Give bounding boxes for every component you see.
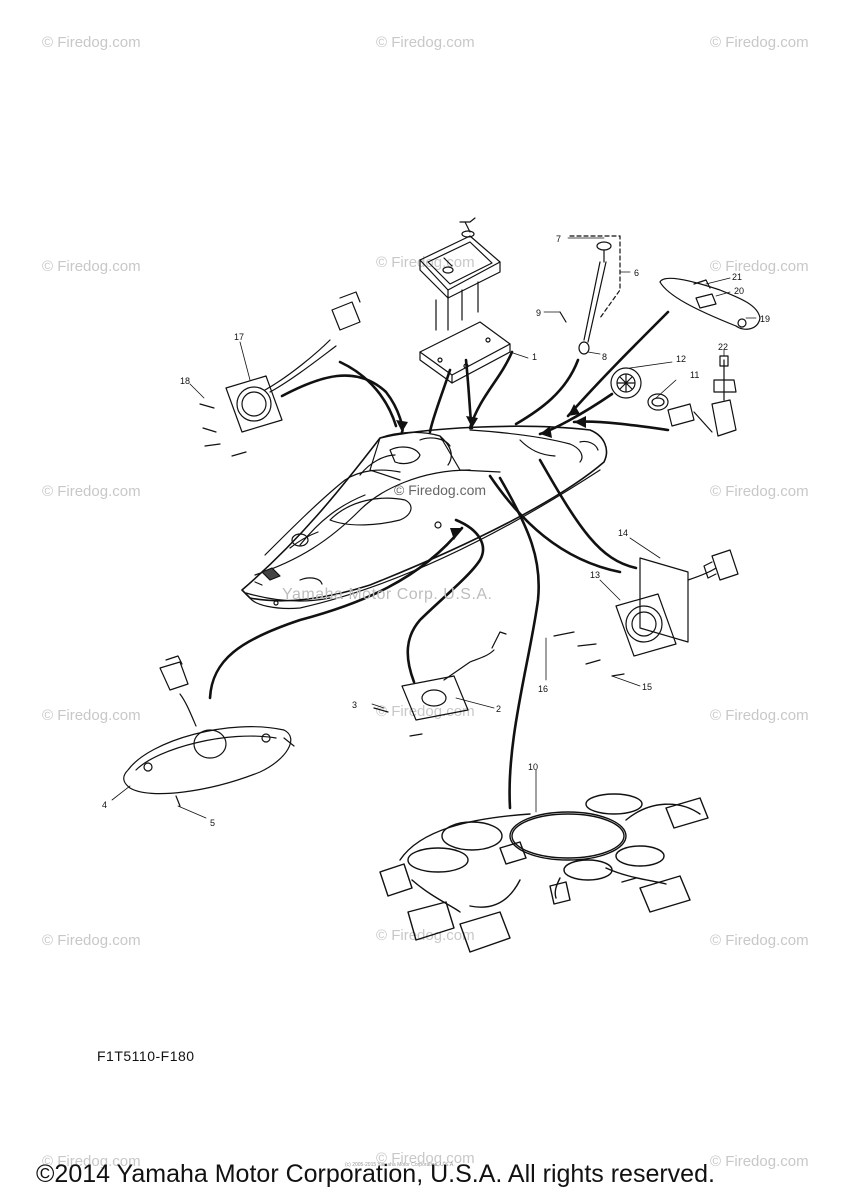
callout-10: 10 — [528, 762, 538, 772]
watermark: © Firedog.com — [42, 707, 141, 724]
callout-9: 9 — [536, 308, 541, 318]
cup-fitting — [373, 631, 507, 737]
watermark: © Firedog.com — [710, 483, 809, 500]
watermark: © Firedog.com — [376, 1150, 475, 1167]
callout-14: 14 — [618, 528, 628, 538]
watermark: © Firedog.com — [376, 34, 475, 51]
callout-8: 8 — [602, 352, 607, 362]
watermark: © Firedog.com — [376, 927, 475, 944]
callout-12: 12 — [676, 354, 686, 364]
callout-2: 2 — [496, 704, 501, 714]
watermark: © Firedog.com — [42, 483, 141, 500]
manufacturer-watermark: Yamaha Motor Corp. U.S.A. — [282, 586, 493, 603]
watermark: © Firedog.com — [42, 258, 141, 275]
callout-20: 20 — [734, 286, 744, 296]
tiny-copyright-note: (c) 2005-2015 Yamaha Motor Corporation, … — [345, 1162, 455, 1168]
cover-plate — [419, 217, 511, 384]
callout-17: 17 — [234, 332, 244, 342]
bracket — [659, 277, 761, 330]
callout-7: 7 — [556, 234, 561, 244]
watermark: © Firedog.com — [710, 34, 809, 51]
grommet — [610, 367, 669, 411]
light — [123, 655, 295, 807]
sensor — [667, 355, 737, 437]
callout-19: 19 — [760, 314, 770, 324]
gauge-17 — [199, 291, 361, 457]
callout-3: 3 — [352, 700, 357, 710]
callout-21: 21 — [732, 272, 742, 282]
callout-lines — [111, 237, 757, 819]
boat-hull — [241, 425, 608, 610]
watermark: © Firedog.com — [376, 703, 475, 720]
watermark: © Firedog.com — [42, 34, 141, 51]
callout-15: 15 — [642, 682, 652, 692]
callout-16: 16 — [538, 684, 548, 694]
callout-13: 13 — [590, 570, 600, 580]
callout-4: 4 — [102, 800, 107, 810]
watermark: © Firedog.com — [42, 1153, 141, 1170]
part-code: F1T5110-F180 — [97, 1048, 195, 1064]
callout-22: 22 — [718, 342, 728, 352]
callout-6: 6 — [634, 268, 639, 278]
speedometer — [553, 549, 739, 677]
callout-labels: 1 2 3 4 5 6 7 8 9 10 11 12 13 14 15 16 1… — [102, 234, 770, 828]
watermark: © Firedog.com — [710, 1153, 809, 1170]
copyright-notice: ©2014 Yamaha Motor Corporation, U.S.A. A… — [36, 1160, 715, 1188]
watermark: © Firedog.com — [42, 932, 141, 949]
watermark: © Firedog.com — [710, 932, 809, 949]
callout-11: 11 — [690, 370, 699, 380]
wiring-harness — [379, 793, 709, 953]
center-watermark: © Firedog.com — [394, 482, 487, 498]
callout-18: 18 — [180, 376, 190, 386]
callout-5: 5 — [210, 818, 215, 828]
antenna — [559, 235, 621, 355]
watermark: © Firedog.com — [710, 707, 809, 724]
callout-1: 1 — [532, 352, 537, 362]
watermark: © Firedog.com — [710, 258, 809, 275]
arrowheads — [396, 404, 586, 540]
